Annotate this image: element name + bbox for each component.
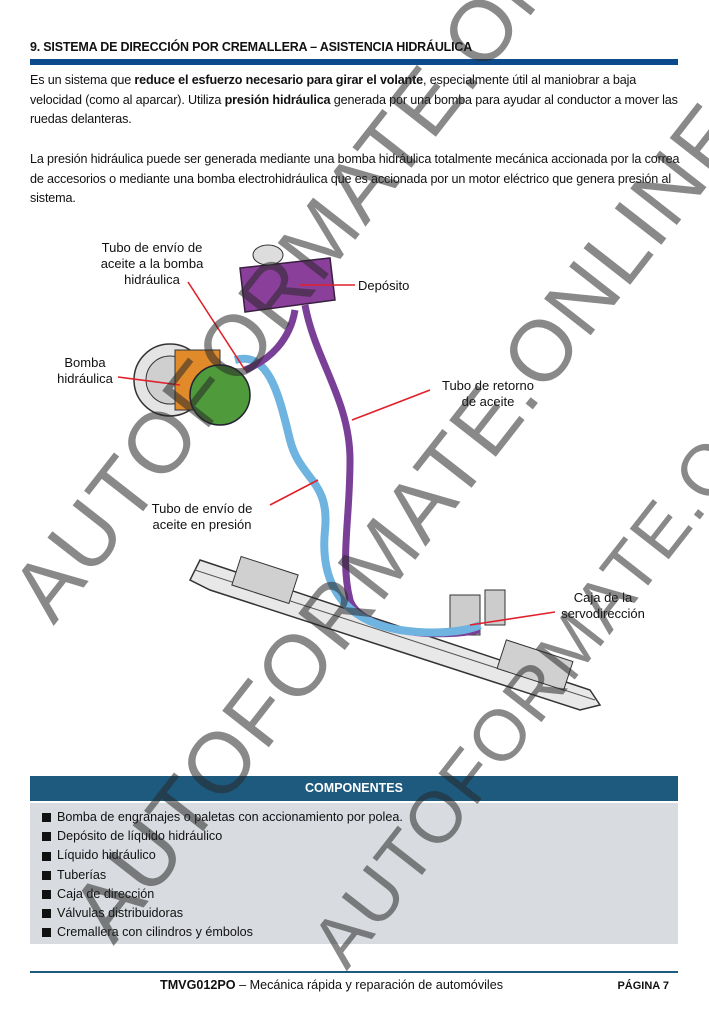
label: aceite a la bomba bbox=[101, 256, 204, 271]
item-text: Cremallera con cilindros y émbolos bbox=[57, 925, 253, 940]
item-text: Bomba de engranajes o paletas con accion… bbox=[57, 810, 403, 824]
text: , especialmente útil al maniobrar a baja… bbox=[30, 73, 637, 107]
supply-hose bbox=[243, 309, 299, 374]
bullet-icon bbox=[42, 909, 51, 919]
reservoir bbox=[239, 244, 336, 313]
list-item: Depósito de líquido hidráulico bbox=[42, 827, 678, 846]
bullet-icon bbox=[42, 851, 51, 861]
bullet-icon bbox=[42, 813, 51, 823]
page-number: PÁGINA 7 bbox=[617, 980, 669, 992]
label: Depósito bbox=[358, 278, 409, 293]
label: Tubo de retorno bbox=[442, 378, 534, 393]
components-list: Bomba de engranajes o paletas con accion… bbox=[30, 803, 678, 942]
bullet-icon bbox=[42, 928, 51, 938]
list-item: Cremallera con cilindros y émbolos bbox=[42, 923, 678, 942]
list-item: Líquido hidráulico bbox=[42, 846, 678, 865]
pump-paragraph: La presión hidráulica puede ser generada… bbox=[30, 152, 680, 205]
diagram-labels: Tubo de envío de aceite a la bomba hidrá… bbox=[57, 240, 645, 621]
text: generada por una bomba para ayudar al co… bbox=[30, 92, 678, 127]
footer-divider bbox=[30, 971, 678, 973]
steering-diagram: Tubo de envío de aceite a la bomba hidrá… bbox=[57, 240, 645, 711]
bullet-icon bbox=[42, 832, 51, 842]
pressure-hose bbox=[233, 354, 482, 637]
course-code: TMVG012PO bbox=[160, 978, 236, 992]
item-text: Tuberías bbox=[57, 867, 107, 882]
components-box: Bomba de engranajes o paletas con accion… bbox=[30, 803, 678, 944]
label: Caja de la bbox=[574, 590, 633, 605]
footer-course: TMVG012PO – Mecánica rápida y reparación… bbox=[160, 978, 503, 992]
list-item: Válvulas distribuidoras bbox=[42, 904, 678, 923]
section-title: 9. SISTEMA DE DIRECCIÓN POR CREMALLERA –… bbox=[30, 40, 473, 54]
item-text: Líquido hidráulico bbox=[57, 848, 156, 863]
item-text: Depósito de líquido hidráulico bbox=[57, 829, 223, 844]
bullet-icon bbox=[42, 889, 51, 899]
leader-lines bbox=[117, 281, 556, 626]
label: servodirección bbox=[561, 606, 645, 621]
list-item: Bomba de engranajes o paletas con accion… bbox=[42, 808, 678, 827]
label: Tubo de envío de bbox=[152, 501, 253, 516]
course-name: – Mecánica rápida y reparación de automó… bbox=[235, 978, 504, 992]
label: Bomba bbox=[64, 355, 106, 370]
list-item: Caja de dirección bbox=[42, 885, 678, 904]
label: hidráulica bbox=[124, 272, 180, 287]
label: Tubo de envío de bbox=[102, 240, 203, 255]
title-divider bbox=[30, 59, 678, 65]
components-header: COMPONENTES bbox=[30, 776, 678, 801]
item-text: Válvulas distribuidoras bbox=[57, 906, 183, 921]
hydraulic-pump bbox=[133, 343, 251, 426]
item-text: Caja de dirección bbox=[57, 886, 155, 901]
list-item: Tuberías bbox=[42, 866, 678, 885]
label: hidráulica bbox=[57, 371, 113, 386]
steering-rack bbox=[188, 555, 602, 711]
intro-paragraph: Es un sistema que reduce el esfuerzo nec… bbox=[30, 71, 682, 130]
bold-text: presión hidráulica bbox=[224, 92, 331, 107]
label: de aceite bbox=[462, 394, 515, 409]
label: aceite en presión bbox=[152, 517, 251, 532]
text: Es un sistema que bbox=[30, 73, 135, 87]
bullet-icon bbox=[42, 870, 51, 880]
bold-text: reduce el esfuerzo necesario para girar … bbox=[134, 73, 423, 87]
